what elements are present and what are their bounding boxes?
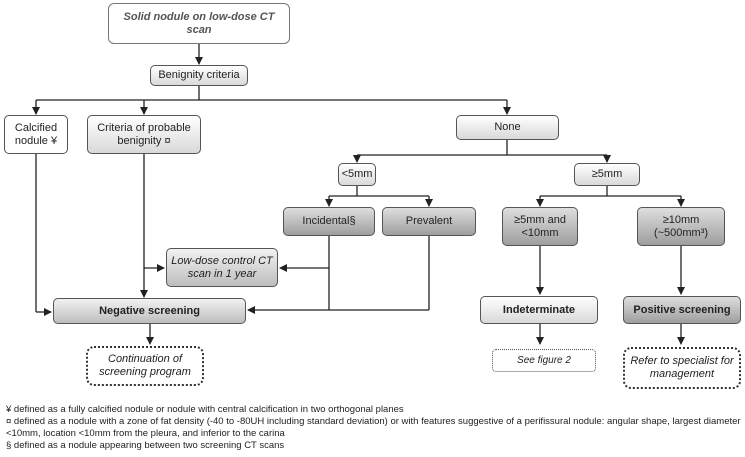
ge10-node: ≥10mm (~500mm³) — [637, 207, 725, 246]
benignity-criteria-node: Benignity criteria — [150, 65, 248, 86]
footnote-incidental: § defined as a nodule appearing between … — [6, 440, 285, 451]
negative-screening-node: Negative screening — [53, 298, 246, 324]
positive-screening-node: Positive screening — [623, 296, 741, 324]
none-node: None — [456, 115, 559, 140]
footnote-calcified: ¥ defined as a fully calcified nodule or… — [6, 404, 404, 415]
indeterminate-node: Indeterminate — [480, 296, 598, 324]
low-dose-control-node: Low-dose control CT scan in 1 year — [166, 248, 278, 287]
calcified-nodule-node: Calcified nodule ¥ — [4, 115, 68, 154]
footnote-probable-benignity: ¤ defined as a nodule with a zone of fat… — [6, 416, 741, 439]
refer-specialist-node: Refer to specialist for management — [623, 347, 741, 389]
incidental-node: Incidental§ — [283, 207, 375, 236]
ge5-lt10-node: ≥5mm and <10mm — [502, 207, 578, 246]
lt5mm-node: <5mm — [338, 163, 376, 186]
root-node: Solid nodule on low-dose CT scan — [108, 3, 290, 44]
ge5mm-node: ≥5mm — [574, 163, 640, 186]
probable-benignity-node: Criteria of probable benignity ¤ — [87, 115, 201, 154]
continuation-node: Continuation of screening program — [86, 346, 204, 386]
footnotes: ¥ defined as a fully calcified nodule or… — [6, 404, 741, 452]
prevalent-node: Prevalent — [382, 207, 476, 236]
see-figure-node: See figure 2 — [492, 349, 596, 372]
